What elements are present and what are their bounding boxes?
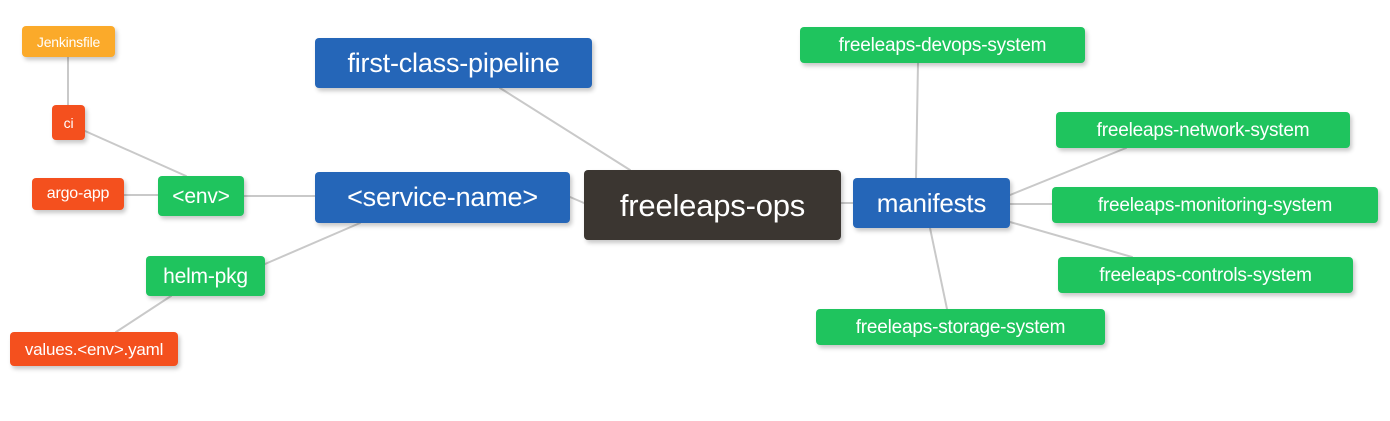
- edge-service-name-to-helm-pkg: [264, 222, 361, 265]
- node-label-argo-app: argo-app: [46, 185, 110, 202]
- node-label-freeleaps-monitoring-system: freeleaps-monitoring-system: [1097, 194, 1333, 216]
- node-label-service-name: <service-name>: [347, 182, 538, 212]
- node-label-freeleaps-controls-system: freeleaps-controls-system: [1099, 264, 1312, 286]
- node-freeleaps-controls-system[interactable]: freeleaps-controls-system: [1058, 257, 1353, 293]
- node-label-freeleaps-ops: freeleaps-ops: [619, 187, 806, 223]
- node-label-env: <env>: [172, 184, 230, 208]
- node-first-class-pipeline[interactable]: first-class-pipeline: [315, 38, 592, 88]
- node-ci[interactable]: ci: [52, 105, 85, 140]
- node-freeleaps-monitoring-system[interactable]: freeleaps-monitoring-system: [1052, 187, 1378, 223]
- node-freeleaps-network-system[interactable]: freeleaps-network-system: [1056, 112, 1350, 148]
- node-label-freeleaps-network-system: freeleaps-network-system: [1096, 119, 1310, 141]
- node-service-name[interactable]: <service-name>: [315, 172, 570, 223]
- node-label-manifests: manifests: [876, 188, 987, 218]
- node-label-jenkinsfile: Jenkinsfile: [36, 33, 101, 50]
- edge-helm-pkg-to-values-env-yaml: [115, 295, 172, 333]
- node-label-freeleaps-storage-system: freeleaps-storage-system: [855, 316, 1066, 338]
- node-env[interactable]: <env>: [158, 176, 244, 216]
- node-freeleaps-storage-system[interactable]: freeleaps-storage-system: [816, 309, 1105, 345]
- edge-manifests-to-freeleaps-storage-system: [929, 227, 948, 310]
- node-label-values-env-yaml: values.<env>.yaml: [24, 339, 164, 359]
- edge-manifests-to-freeleaps-controls-system: [1009, 221, 1133, 258]
- node-freeleaps-devops-system[interactable]: freeleaps-devops-system: [800, 27, 1085, 63]
- node-label-first-class-pipeline: first-class-pipeline: [347, 47, 560, 78]
- edge-env-to-ci: [84, 130, 187, 177]
- node-freeleaps-ops[interactable]: freeleaps-ops: [584, 170, 841, 240]
- node-label-helm-pkg: helm-pkg: [163, 264, 248, 288]
- node-values-env-yaml[interactable]: values.<env>.yaml: [10, 332, 178, 366]
- edge-manifests-to-freeleaps-devops-system: [915, 62, 919, 179]
- node-label-ci: ci: [63, 114, 74, 131]
- node-label-freeleaps-devops-system: freeleaps-devops-system: [838, 34, 1047, 56]
- node-argo-app[interactable]: argo-app: [32, 178, 124, 210]
- node-jenkinsfile[interactable]: Jenkinsfile: [22, 26, 115, 57]
- edge-freeleaps-ops-to-service-name: [569, 196, 585, 204]
- node-helm-pkg[interactable]: helm-pkg: [146, 256, 265, 296]
- edge-freeleaps-ops-to-first-class-pipeline: [499, 87, 631, 171]
- node-manifests[interactable]: manifests: [853, 178, 1010, 228]
